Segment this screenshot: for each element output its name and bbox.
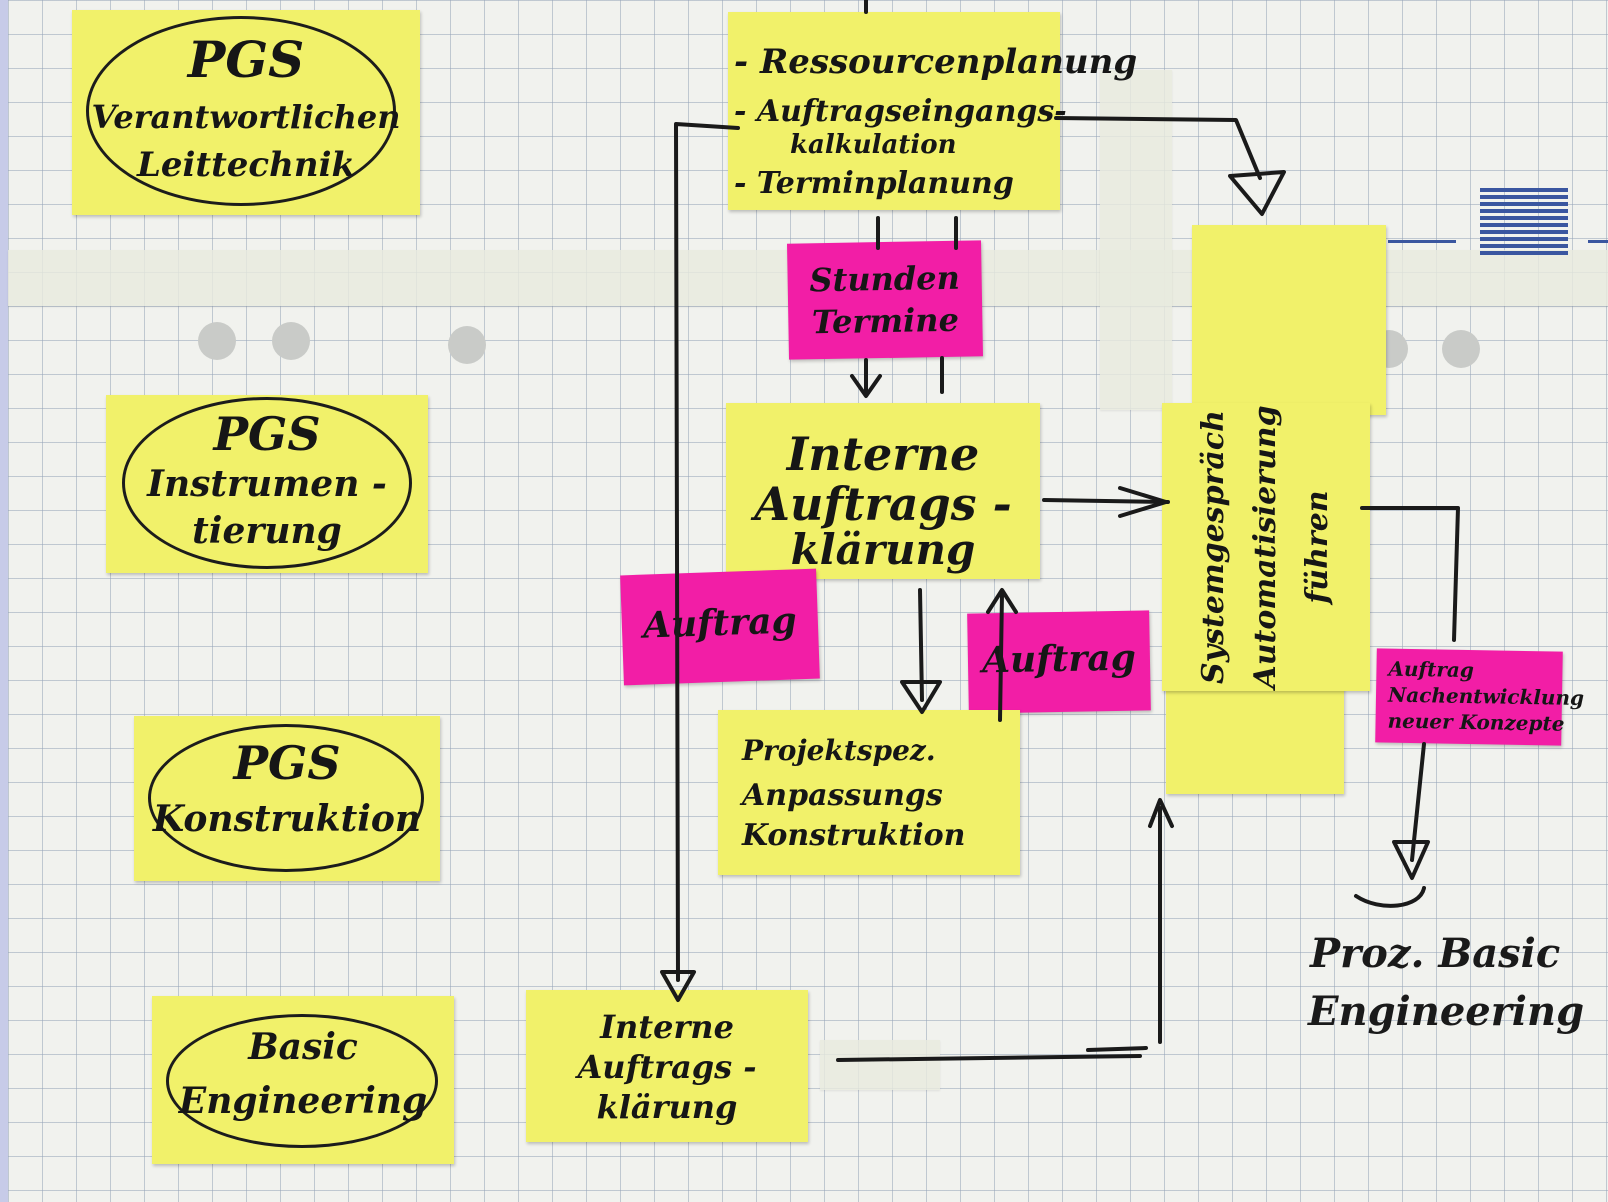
logo-rule [1388, 240, 1456, 243]
note-interne-auftragsklaerung: Interne Auftrags - klärung [726, 403, 1040, 579]
punch-hole [1442, 330, 1480, 368]
note-projektspez-anpassungskonstruktion: Projektspez. Anpassungs Konstruktion [718, 710, 1020, 875]
note-text-line: klärung [790, 525, 976, 574]
note-text-line: Interne [786, 427, 980, 481]
note-pgs-instrumentierung: PGS Instrumen - tierung [106, 395, 428, 573]
note-text-line: kalkulation [790, 130, 957, 160]
note-pgs-konstruktion: PGS Konstruktion [134, 716, 440, 881]
note-oval [166, 1014, 438, 1148]
note-text-line: - Terminplanung [734, 166, 1014, 201]
note-text-line: - Auftragseingangs- [734, 94, 1067, 129]
note-pgs-verantwortlichen: PGS Verantwortlichen Leittechnik [72, 10, 420, 215]
note-text-line: Auftrags - [754, 477, 1012, 531]
note-text-line: PGS [187, 30, 305, 89]
note-text-line: Instrumen - [147, 463, 387, 505]
handwritten-label: Proz. Basic [1310, 930, 1561, 977]
note-interne-auftragsklaerung-bottom: Interne Auftrags - klärung [526, 990, 808, 1142]
handwritten-label: Engineering [1308, 988, 1585, 1035]
tape-piece [820, 1040, 940, 1090]
punch-hole [448, 326, 486, 364]
note-text-line: Basic [248, 1026, 358, 1068]
note-text-line: Anpassungs [742, 778, 943, 813]
note-basic-engineering: Basic Engineering [152, 996, 454, 1164]
note-text-line: Leittechnik [136, 145, 356, 185]
tape-strip-vertical [1100, 70, 1172, 410]
note-tall-back [1166, 682, 1344, 794]
logo-rule [1588, 240, 1608, 243]
note-text-line: klärung [596, 1088, 738, 1126]
note-ressourcenplanung: - Ressourcenplanung - Auftragseingangs- … [728, 12, 1137, 210]
note-oval [122, 397, 412, 569]
logo-mark [1480, 188, 1568, 258]
note-text-line: Interne [600, 1008, 734, 1046]
note-oval [86, 16, 396, 206]
note-text-line: Verantwortlichen [91, 98, 401, 136]
note-text-line: tierung [192, 510, 342, 552]
note-text-line: PGS [233, 736, 341, 790]
note-oval [148, 724, 424, 872]
note-text-line: Engineering [178, 1080, 428, 1122]
punch-hole [272, 322, 310, 360]
note-tall-top [1192, 225, 1386, 415]
note-text-line: PGS [213, 407, 321, 461]
note-text-line: Auftrags - [577, 1048, 757, 1086]
note-systemgespraech: Systemgespräch Automatisierung führen [1162, 403, 1370, 691]
note-text-line: Konstruktion [742, 818, 966, 853]
punch-hole [198, 322, 236, 360]
note-text-line: Projektspez. [742, 734, 936, 767]
note-text-line: Konstruktion [152, 798, 422, 840]
